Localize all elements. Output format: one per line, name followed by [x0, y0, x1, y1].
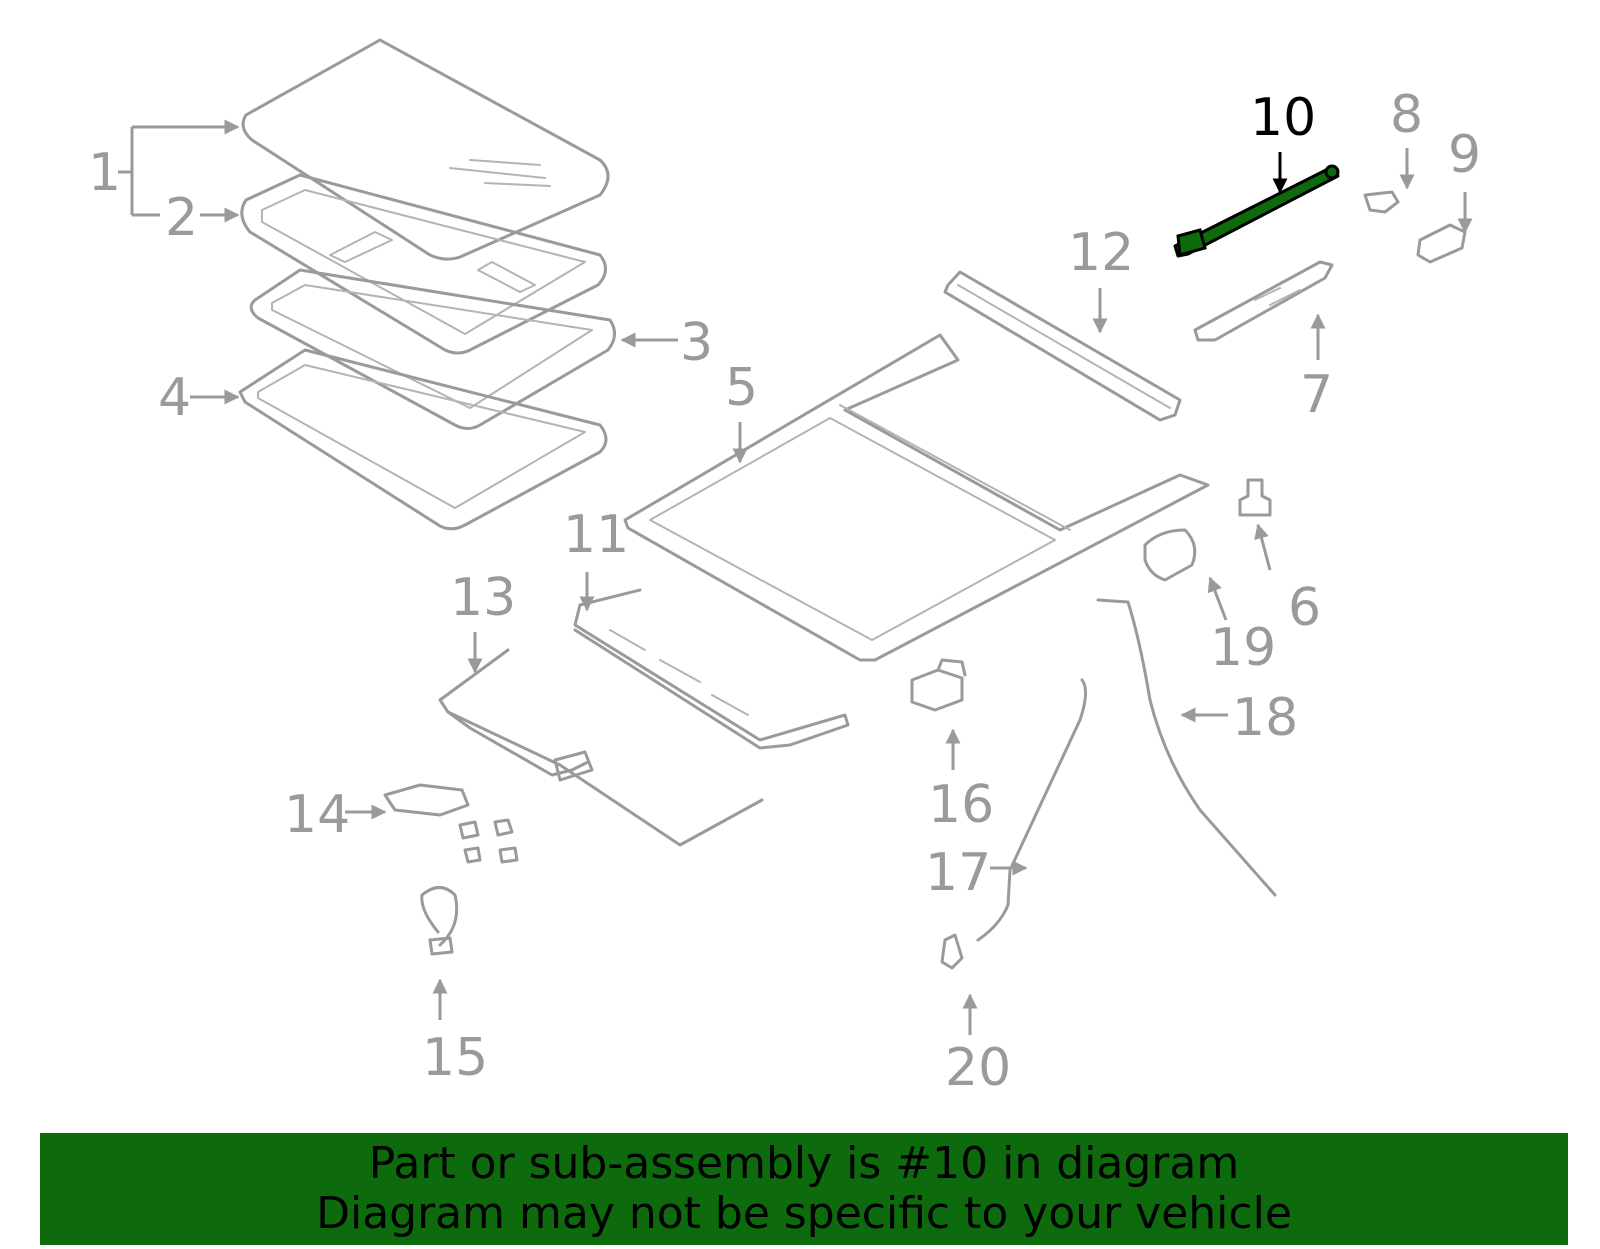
part-4-seal — [238, 348, 608, 531]
callout-15: 15 — [422, 1028, 488, 1088]
part-1-glass-panel — [241, 38, 610, 261]
callout-5: 5 — [725, 358, 758, 418]
leader-arrows — [118, 127, 1473, 1035]
part-18-drain-tube — [1096, 598, 1277, 897]
part-19-clamp — [1143, 528, 1197, 582]
callout-6: 6 — [1288, 578, 1321, 638]
callout-2: 2 — [165, 188, 198, 248]
callout-9: 9 — [1448, 125, 1481, 185]
callout-18: 18 — [1232, 688, 1298, 748]
info-banner: Part or sub-assembly is #10 in diagram D… — [40, 1133, 1568, 1245]
part-16-module — [910, 658, 967, 712]
part-17-drain-tube — [976, 678, 1087, 942]
part-11-front-rail — [573, 588, 850, 750]
part-14-motor — [383, 783, 519, 864]
callout-1: 1 — [88, 143, 121, 203]
part-7-bracket — [1193, 260, 1334, 342]
part-8-clip — [1363, 190, 1400, 214]
part-2-glass-frame — [240, 173, 607, 355]
part-15-harness — [420, 886, 459, 956]
callout-16: 16 — [928, 775, 994, 835]
callout-14: 14 — [284, 785, 350, 845]
banner-line-part: Part or sub-assembly is #10 in diagram — [368, 1138, 1240, 1189]
part-13-cable-assembly — [438, 648, 764, 847]
part-5-housing-frame — [623, 333, 1210, 662]
part-3-sunshade — [249, 268, 616, 430]
banner-line-disclaimer: Diagram may not be specific to your vehi… — [316, 1188, 1292, 1239]
callout-13: 13 — [450, 568, 516, 628]
callout-10: 10 — [1250, 88, 1316, 148]
callout-20: 20 — [945, 1038, 1011, 1098]
part-12-rear-rail — [943, 270, 1182, 422]
callout-7: 7 — [1300, 365, 1333, 425]
callout-11: 11 — [563, 505, 629, 565]
callout-12: 12 — [1068, 223, 1134, 283]
callout-3: 3 — [680, 313, 713, 373]
callout-17: 17 — [925, 843, 991, 903]
callout-4: 4 — [158, 368, 191, 428]
callout-19: 19 — [1210, 618, 1276, 678]
part-9-clip — [1416, 223, 1467, 264]
part-20-clip — [940, 933, 964, 970]
part-6-bolt — [1238, 478, 1272, 517]
callout-8: 8 — [1390, 85, 1423, 145]
part-10-guide-rail — [1173, 164, 1340, 258]
